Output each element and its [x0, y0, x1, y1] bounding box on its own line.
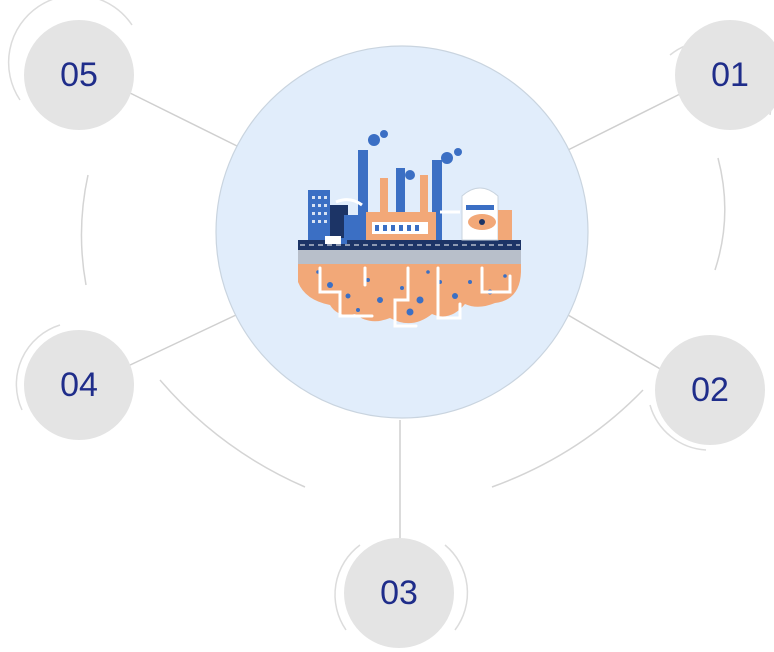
underground-pipes [318, 266, 512, 328]
ring-05 [7, 0, 133, 101]
node-05[interactable]: 05 [24, 20, 134, 130]
ring-02 [649, 404, 707, 451]
spoke-lines [127, 91, 681, 542]
factory-illustration [298, 130, 521, 328]
ground-band [298, 250, 521, 264]
chimney-1 [358, 150, 368, 240]
spoke-02 [567, 314, 663, 371]
chimney-2 [380, 178, 388, 240]
node-04[interactable]: 04 [24, 330, 134, 440]
chimney-3 [420, 175, 428, 240]
node-03[interactable]: 03 [344, 538, 454, 648]
spoke-01 [567, 93, 681, 151]
node-01[interactable]: 01 [675, 20, 774, 130]
arc-right-upper [714, 157, 726, 271]
spoke-05 [127, 91, 238, 147]
arc-lower-right [491, 389, 644, 488]
node-02[interactable]: 02 [655, 335, 765, 445]
ring-03b [444, 544, 469, 631]
ring-03 [334, 544, 361, 631]
storage-tank [461, 187, 499, 241]
ring-04 [15, 324, 61, 411]
spoke-04 [127, 314, 237, 367]
arc-lower-left [159, 379, 306, 488]
arc-left-upper [80, 174, 89, 286]
connector-arcs [80, 157, 726, 488]
truck [325, 236, 341, 244]
